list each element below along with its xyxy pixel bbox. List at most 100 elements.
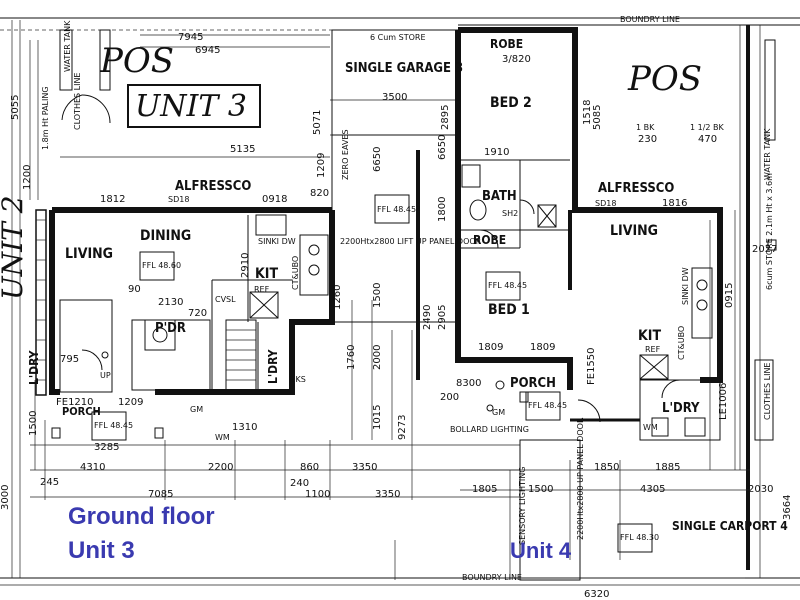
sensory-lighting: SENSORY LIGHTING xyxy=(518,467,527,545)
unit2-wall xyxy=(35,209,47,396)
room-carport: SINGLE CARPORT 4 xyxy=(672,519,788,533)
up-label: UP xyxy=(100,371,111,380)
room-kit-left: KIT xyxy=(255,266,278,282)
dim-230: 230 xyxy=(638,134,657,145)
ffl-porch-right: FFL 48.45 xyxy=(528,401,567,410)
dim-3664: 3664 xyxy=(782,495,793,520)
dim-9273: 9273 xyxy=(397,415,408,440)
dim-720: 720 xyxy=(188,308,207,319)
ffl-carport: FFL 48.30 xyxy=(620,533,659,542)
dim-1200: 1200 xyxy=(22,165,33,190)
dim-5135: 5135 xyxy=(230,144,255,155)
one-bk: 1 BK xyxy=(636,123,655,132)
store-top: 6 Cum STORE xyxy=(370,33,426,42)
sd-left: SD18 xyxy=(168,195,189,204)
unit3-label: UNIT 3 xyxy=(135,89,247,124)
room-ldry-unit2: L'DRY xyxy=(27,350,41,385)
dim-1550: FE1550 xyxy=(586,347,597,385)
dim-1910: 1910 xyxy=(484,147,509,158)
clothes-line-right: CLOTHES LINE xyxy=(763,363,772,421)
room-alfresco-left: ALFRESSCO xyxy=(175,179,251,194)
columns xyxy=(51,239,777,439)
dim-200: 200 xyxy=(440,392,459,403)
caption-ground-floor: Ground floor xyxy=(68,503,215,530)
ct-right: CT&UBO xyxy=(677,326,686,360)
dim-2130: 2130 xyxy=(158,297,183,308)
dim-6320: 6320 xyxy=(584,589,609,600)
dim-0918: 0918 xyxy=(262,194,287,205)
dim-2030: 2030 xyxy=(748,484,773,495)
room-pdr: P'DR xyxy=(155,321,186,336)
cvsl-label: CVSL xyxy=(215,295,236,304)
dim-1500b: 1500 xyxy=(528,484,553,495)
store-right: 6cum STORE 2.1m Ht x 3.6m xyxy=(765,173,774,290)
dim-3500: 3500 xyxy=(382,92,407,103)
dim-3285: 3285 xyxy=(94,442,119,453)
dim-1209a: 1209 xyxy=(316,153,327,178)
caption-unit4: Unit 4 xyxy=(510,538,572,563)
ffl-garage: FFL 48.45 xyxy=(377,205,416,214)
ffl-porch-left: FFL 48.45 xyxy=(94,421,133,430)
clothes-line-left: CLOTHES LINE xyxy=(73,73,82,131)
carport-door-note: 2200Htx2800 UP PANEL DOOR xyxy=(576,417,585,540)
room-ldry-left: L'DRY xyxy=(266,349,280,384)
dim-1805: 1805 xyxy=(472,484,497,495)
dim-795: 795 xyxy=(60,354,79,365)
dim-6650a: 6650 xyxy=(372,147,383,172)
water-tank-right: WATER TANK xyxy=(763,128,772,180)
dim-470: 470 xyxy=(698,134,717,145)
caption-unit3: Unit 3 xyxy=(68,537,135,564)
dim-2200: 2200 xyxy=(208,462,233,473)
room-robe-mid: ROBE xyxy=(473,233,506,247)
dim-2027: 2027 xyxy=(752,244,777,255)
room-ldry-right: L'DRY xyxy=(662,401,700,416)
sh-label: SH2 xyxy=(502,209,518,218)
dim-4305: 4305 xyxy=(640,484,665,495)
sd-right: SD18 xyxy=(595,199,616,208)
dim-1809a: 1809 xyxy=(478,342,503,353)
ref-left: REF xyxy=(254,285,270,294)
ffl-bed1: FFL 48.45 xyxy=(488,281,527,290)
dim-860: 860 xyxy=(300,462,319,473)
dim-245: 245 xyxy=(40,477,59,488)
site-boundary-lines xyxy=(0,17,800,586)
dim-1209b: 1209 xyxy=(118,397,143,408)
sink-right: SINKI DW xyxy=(681,267,690,305)
boundary-top: BOUNDRY LINE xyxy=(620,15,680,24)
dim-1809b: 1809 xyxy=(530,342,555,353)
unit2-label: UNIT 2 xyxy=(0,195,29,300)
dim-1800: 1800 xyxy=(437,197,448,222)
water-tank-left: WATER TANK xyxy=(63,20,72,72)
dim-6650b: 6650 xyxy=(437,135,448,160)
dim-4310: 4310 xyxy=(80,462,105,473)
dim-2905: 2905 xyxy=(437,305,448,330)
dim-1816: 1816 xyxy=(662,198,687,209)
door-swings xyxy=(61,94,681,423)
room-garage: SINGLE GARAGE 3 xyxy=(345,61,463,76)
room-bed2: BED 2 xyxy=(490,95,532,111)
unit4-walls xyxy=(455,27,776,581)
bollard-lighting: BOLLARD LIGHTING xyxy=(450,425,529,434)
dim-3350b: 3350 xyxy=(375,489,400,500)
ref-right: REF xyxy=(645,345,661,354)
dim-1500a: 1500 xyxy=(372,283,383,308)
room-porch-left: PORCH xyxy=(62,405,101,418)
dim-1850: 1850 xyxy=(594,462,619,473)
dim-5085: 5085 xyxy=(592,105,603,130)
room-alfresco-right: ALFRESSCO xyxy=(598,181,674,196)
dim-1760: 1760 xyxy=(346,345,357,370)
dim-2910: 2910 xyxy=(240,253,251,278)
dim-1518: 1518 xyxy=(582,100,593,125)
pos-label-left: POS xyxy=(99,41,174,81)
wm-left: WM xyxy=(215,433,230,442)
fixtures-drawing xyxy=(59,29,713,437)
dim-1812: 1812 xyxy=(100,194,125,205)
dim-3000: 3000 xyxy=(0,485,11,510)
dim-240: 240 xyxy=(290,478,309,489)
dim-7945: 7945 xyxy=(178,32,203,43)
dim-1006: LE1006 xyxy=(718,383,729,420)
garage-door-note: 2200Htx2800 LIFT UP PANEL DOOR xyxy=(340,237,482,246)
dim-1210: FE1210 xyxy=(56,397,94,408)
room-living-left: LIVING xyxy=(65,246,113,262)
dim-1015: 1015 xyxy=(372,405,383,430)
